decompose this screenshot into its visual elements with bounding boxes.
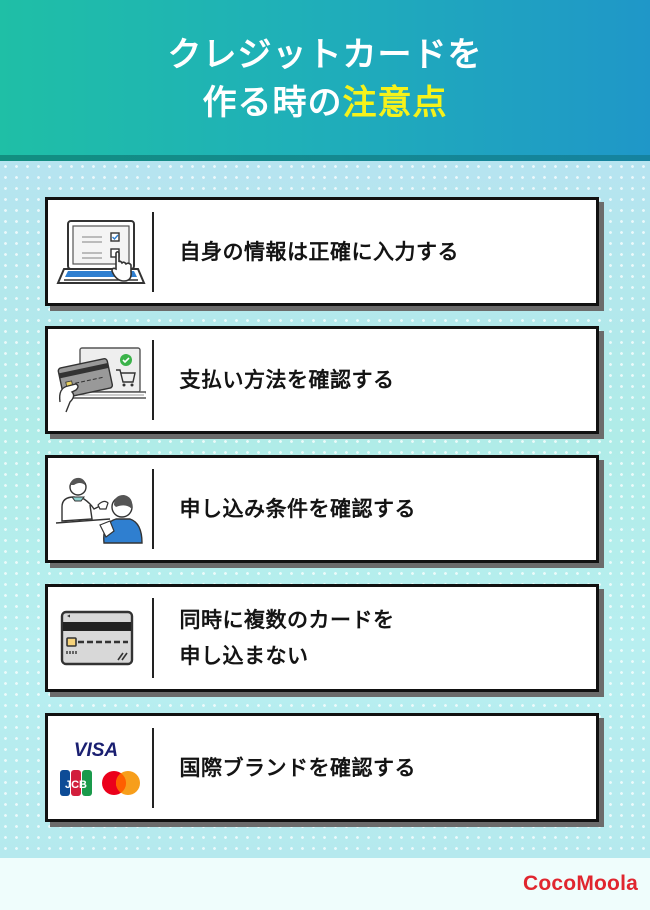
tip-card-5: VISA JCB 国際ブランドを確認する xyxy=(45,713,599,822)
tip-text: 支払い方法を確認する xyxy=(179,368,395,392)
content-area: 自身の情報は正確に入力する xyxy=(0,161,650,858)
title-prefix: 作る時の xyxy=(202,82,343,123)
tip-card-3: 申し込み条件を確認する xyxy=(45,455,599,563)
tip-card-1: 自身の情報は正確に入力する xyxy=(45,197,599,306)
laptop-form-icon xyxy=(48,200,152,303)
card-brands-icon: VISA JCB xyxy=(48,716,152,819)
tip-text: 国際ブランドを確認する xyxy=(179,755,416,780)
tip-text: 申し込み条件を確認する xyxy=(179,497,416,521)
card-payment-icon xyxy=(48,329,152,431)
title-line-1: クレジットカードを xyxy=(167,34,483,75)
consultation-icon xyxy=(48,458,152,560)
footer: CocoMoola xyxy=(0,858,650,910)
card-divider xyxy=(152,211,154,292)
mastercard-logo-icon xyxy=(102,770,140,795)
title-line-2: 作る時の注意点 xyxy=(203,79,448,127)
title-accent: 注意点 xyxy=(342,82,448,123)
svg-text:JCB: JCB xyxy=(65,779,87,791)
header-banner: クレジットカードを 作る時の注意点 xyxy=(0,0,650,155)
tip-text: 同時に複数のカードを 申し込まない xyxy=(154,602,395,674)
tip-text: 自身の情報は正確に入力する xyxy=(179,239,459,264)
brand-logo: CocoMoola xyxy=(523,872,638,895)
card-divider xyxy=(152,598,154,678)
card-divider xyxy=(152,340,154,420)
credit-card-icon xyxy=(48,587,152,689)
card-divider xyxy=(152,469,154,549)
tip-text-line-2: 申し込まない xyxy=(179,644,309,668)
card-divider xyxy=(152,727,154,808)
visa-logo-icon: VISA xyxy=(74,740,118,761)
tip-card-4: 同時に複数のカードを 申し込まない xyxy=(45,584,599,692)
tip-text-line-1: 同時に複数のカードを xyxy=(179,608,395,632)
tip-card-2: 支払い方法を確認する xyxy=(45,326,599,434)
header-underline xyxy=(0,155,650,161)
jcb-logo-icon: JCB xyxy=(60,769,92,796)
